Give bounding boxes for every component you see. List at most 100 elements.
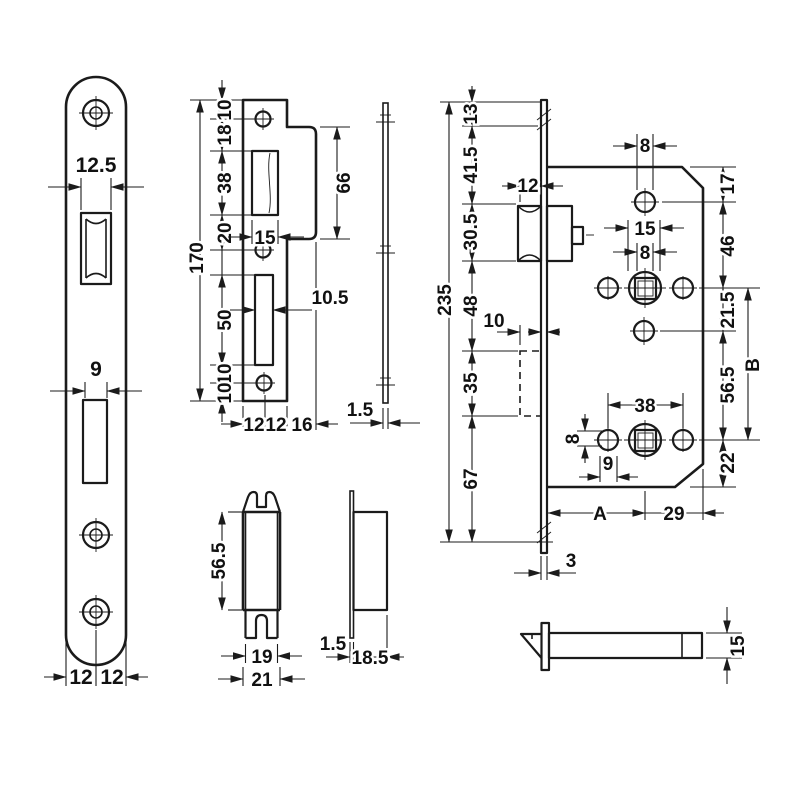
dim-label: 35 [461,372,482,394]
dim-label: 8 [640,243,651,264]
deadbolt-cutout [81,398,109,485]
dim-wc-offsets: 8 9 [561,414,638,482]
dim-label: 10 [215,363,236,384]
dim-label: 1.5 [347,400,374,421]
latch-cutout [250,149,280,217]
fixing-hole [630,317,658,345]
dim-strike-thickness: 1.5 [344,398,420,429]
dim-label: 12 [243,415,264,436]
screw-hole [252,239,274,261]
dim-deadbolt-protrusion: 10 [481,309,560,345]
dust-depth-box [352,510,389,612]
dim-label: 12 [517,176,538,197]
dim-label: A [593,504,607,525]
lock-faceplate [536,98,552,555]
screw-hole [79,595,113,629]
wc-follower [594,420,697,460]
dim-label: B [743,358,764,372]
screw-hole [79,518,113,552]
dim-label: 15 [634,219,656,240]
dim-label: 56.5 [209,542,230,579]
dim-latch-height: 15 [706,607,752,684]
dim-label: 20 [215,222,236,243]
dim-label: 9 [603,454,614,475]
dim-label: 56.5 [718,366,739,403]
dim-strike-total-height: 170 [185,99,243,402]
dim-label: 30.5 [461,213,482,250]
dim-label: 8 [563,434,584,445]
dim-label: 12 [265,415,286,436]
deadbolt-dashed [519,350,542,417]
lock-case-outline [547,165,705,489]
dim-label: 10 [215,99,236,120]
dim-follower: 15 8 [604,217,684,271]
faceplate-front-view: 12.5 9 12 12 [44,75,148,692]
dim-dust-inner-width: 19 [221,644,302,671]
dim-cutout-width: 15 [228,220,304,252]
dim-label: 3 [566,551,577,572]
dim-label: 235 [435,284,456,316]
dim-label: 12 [69,666,92,689]
dim-label: 8 [640,136,651,157]
dim-case-total-height: 235 [433,101,553,543]
dim-latch-protrusion: 12 [502,174,563,202]
dim-label: 12 [100,666,123,689]
dim-case-right-chain: 17 46 21.5 56.5 22 B [660,166,767,488]
dim-label: 38 [215,172,236,193]
dim-label: 19 [251,647,272,668]
dim-label: 22 [718,452,739,473]
dust-box-crown [241,490,282,513]
dim-label: 10 [215,382,236,403]
dust-box-front-view: 56.5 19 21 [207,490,305,694]
dim-label: 1.5 [320,634,347,655]
latch-shaft [547,631,704,660]
dim-label: 12.5 [76,154,117,177]
dim-label: 21.5 [718,291,739,328]
dim-label: 10.5 [312,288,349,309]
latch-flange [540,621,551,672]
dim-label: 29 [663,504,684,525]
deadbolt-slot [253,273,275,367]
dim-label: 170 [187,242,208,274]
dim-label: 21 [251,670,273,691]
dim-tab-height: 66 [320,126,358,240]
dim-bolt-slot-width: 9 [50,356,142,398]
dim-slot-width: 10.5 [230,242,351,430]
upper-follower [594,268,697,308]
strike-plate-side-view: 1.5 [344,102,420,429]
latch-cutout [79,211,113,286]
dim-label: 15 [254,228,276,249]
dim-label: 41.5 [461,146,482,183]
dim-label: 10 [483,311,504,332]
screw-hole [252,108,274,130]
dim-label: 16 [291,415,312,436]
dim-label: 18.5 [352,648,389,669]
latch-wedge [519,632,543,659]
dim-label: 46 [718,235,739,256]
dim-label: 13 [461,103,482,124]
screw-hole [79,96,113,130]
strike-plate-view: 170 10 18 38 20 50 10 10 [185,80,358,439]
dim-dust-outer-width: 21 [218,667,305,694]
dim-top-hole: 8 [613,134,677,190]
dim-foot-widths: 12 12 [44,630,148,692]
dim-strike-widths: 12 12 16 [221,395,338,439]
dust-box-side-view: 1.5 18.5 [317,490,404,672]
dust-box-legs [244,610,279,640]
dim-label: 67 [461,468,482,489]
dim-dust-height: 56.5 [207,511,243,611]
dim-label: 66 [334,172,355,193]
dim-label: 18 [215,124,236,145]
dim-label: 15 [728,635,749,657]
dim-dust-side: 1.5 18.5 [317,615,404,672]
dim-label: 48 [461,295,482,316]
latch-bolt-side-view: 15 [519,607,752,684]
top-hole [631,188,659,216]
strike-plate-outline [241,98,318,403]
dim-wc-span: 38 [607,393,684,428]
dim-case-left-chain: 13 41.5 30.5 48 35 67 [459,86,538,543]
lock-case-view: 235 13 41.5 30.5 48 35 67 [433,86,767,580]
dim-label: 17 [718,173,739,194]
dim-label: 38 [634,396,655,417]
